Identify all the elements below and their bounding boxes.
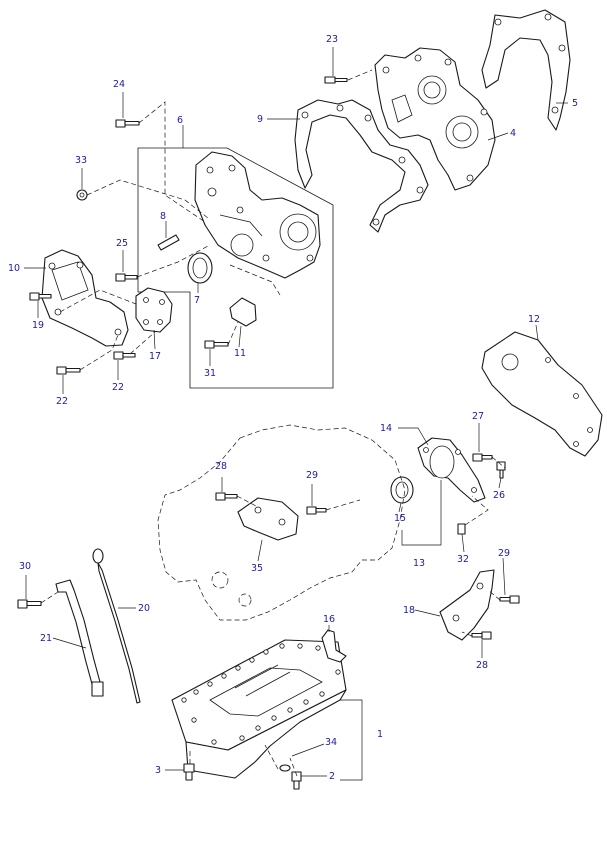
part-15-rear-oil-seal[interactable] xyxy=(390,476,414,504)
part-23-bolt[interactable] xyxy=(324,76,348,84)
callout-34: 34 xyxy=(325,737,337,748)
part-2-drain-plug[interactable] xyxy=(291,771,302,790)
callout-14: 14 xyxy=(380,423,392,434)
callout-24: 24 xyxy=(113,79,125,90)
part-30-bolt[interactable] xyxy=(17,599,42,609)
part-31-bolt[interactable] xyxy=(204,340,229,349)
part-35-bracket[interactable] xyxy=(237,497,299,541)
callout-13: 13 xyxy=(413,558,425,569)
part-24-bolt[interactable] xyxy=(115,119,140,128)
callout-17: 17 xyxy=(149,351,161,362)
callout-22-right: 22 xyxy=(112,382,124,393)
pan-bolt-holes xyxy=(181,643,341,745)
part-14-seal-housing[interactable] xyxy=(417,437,486,503)
callout-11: 11 xyxy=(234,348,246,359)
callout-28-upper: 28 xyxy=(215,461,227,472)
callout-29-upper: 29 xyxy=(306,470,318,481)
part-20-dipstick[interactable] xyxy=(92,548,141,704)
part-28-bolt-upper[interactable] xyxy=(215,492,238,501)
callout-12: 12 xyxy=(528,314,540,325)
part-3-drain-plug[interactable] xyxy=(183,763,195,781)
callout-1: 1 xyxy=(377,729,383,740)
part-27-bolt[interactable] xyxy=(472,453,493,462)
callout-22-left: 22 xyxy=(56,396,68,407)
part-18-bracket[interactable] xyxy=(439,569,495,641)
group-13-bracket xyxy=(401,480,442,546)
callout-32: 32 xyxy=(457,554,469,565)
part-22-bolt-lower-left[interactable] xyxy=(56,366,81,375)
callout-33: 33 xyxy=(75,155,87,166)
callout-9: 9 xyxy=(257,114,263,125)
part-6-oil-pump-housing[interactable] xyxy=(194,151,321,279)
part-22-bolt-lower-right[interactable] xyxy=(113,351,136,360)
part-9-gasket[interactable] xyxy=(294,99,429,233)
callout-3: 3 xyxy=(155,765,161,776)
callout-30: 30 xyxy=(19,561,31,572)
callout-leaders xyxy=(24,47,568,777)
part-25-bolt[interactable] xyxy=(115,273,138,282)
callout-29-lower: 29 xyxy=(498,548,510,559)
part-8-pin[interactable] xyxy=(157,234,180,251)
callout-10: 10 xyxy=(8,263,20,274)
callout-23: 23 xyxy=(326,34,338,45)
callout-20: 20 xyxy=(138,603,150,614)
callout-4: 4 xyxy=(510,128,516,139)
part-29-bolt-lower[interactable] xyxy=(499,595,520,604)
part-5-front-cover-gasket[interactable] xyxy=(481,9,571,131)
part-12-rear-plate[interactable] xyxy=(481,331,603,457)
alignment-dashed-lines xyxy=(40,69,506,777)
part-21-guide-tube[interactable] xyxy=(55,579,104,697)
part-11-cover[interactable] xyxy=(229,297,257,327)
engine-block-outline xyxy=(157,424,406,621)
callout-18: 18 xyxy=(403,605,415,616)
part-26-bolt[interactable] xyxy=(496,461,506,479)
callout-6: 6 xyxy=(177,115,183,126)
group-1-bracket xyxy=(340,699,363,781)
part-7-oil-seal[interactable] xyxy=(187,252,213,284)
callout-2: 2 xyxy=(329,771,335,782)
part-33-nut[interactable] xyxy=(76,189,88,201)
part-17-pump-cover[interactable] xyxy=(135,287,173,333)
part-19-bolt[interactable] xyxy=(29,292,52,301)
callout-15: 15 xyxy=(394,513,406,524)
callout-21: 21 xyxy=(40,633,52,644)
callout-28-lower: 28 xyxy=(476,660,488,671)
callout-35: 35 xyxy=(251,563,263,574)
part-32-pin[interactable] xyxy=(457,523,466,535)
callout-8: 8 xyxy=(160,211,166,222)
callout-16: 16 xyxy=(323,614,335,625)
callout-5: 5 xyxy=(572,98,578,109)
callout-19: 19 xyxy=(32,320,44,331)
callout-labels: 1 2 3 4 5 6 7 8 9 10 11 12 13 14 15 16 1… xyxy=(8,34,578,782)
part-29-bolt-upper[interactable] xyxy=(306,506,327,515)
part-34-washer[interactable] xyxy=(279,764,291,772)
part-4-timing-cover[interactable] xyxy=(374,47,496,191)
part-28-bolt-lower[interactable] xyxy=(471,631,492,640)
callout-27: 27 xyxy=(472,411,484,422)
callout-7: 7 xyxy=(194,295,200,306)
part-1-oil-pan[interactable] xyxy=(171,639,347,779)
callout-26: 26 xyxy=(493,490,505,501)
callout-31: 31 xyxy=(204,368,216,379)
callout-25: 25 xyxy=(116,238,128,249)
